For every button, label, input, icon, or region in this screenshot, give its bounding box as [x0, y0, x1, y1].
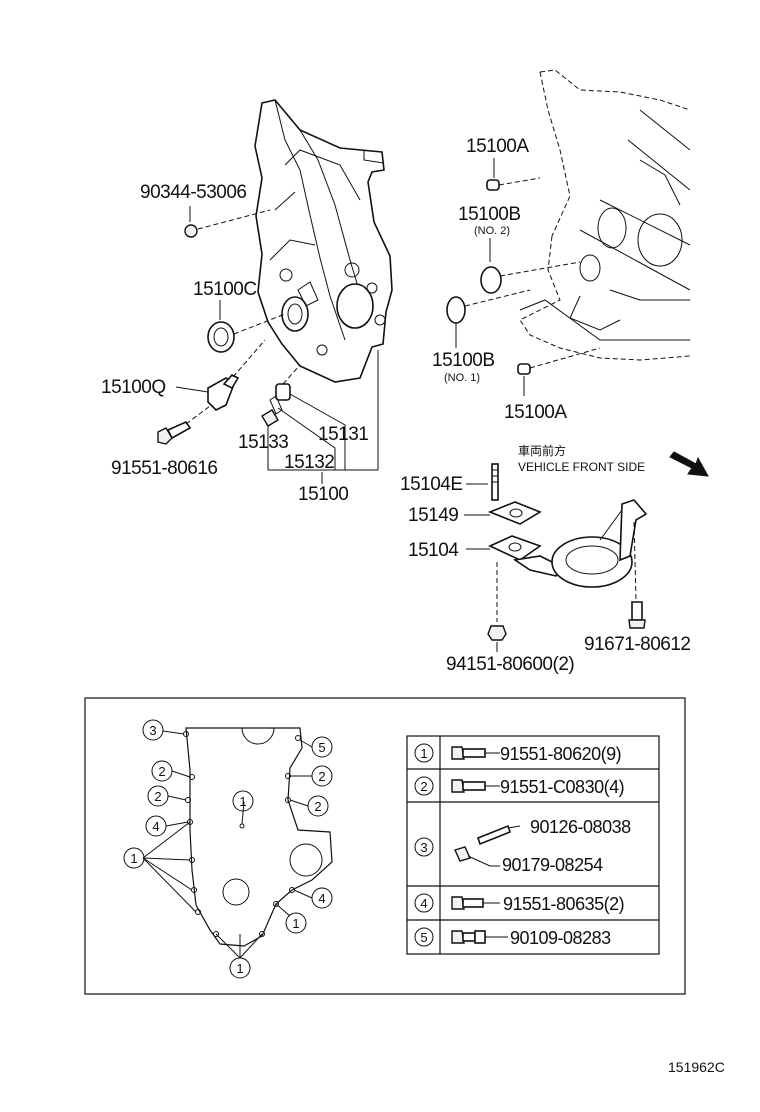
callout-3: 3 [149, 723, 156, 738]
dowel-15100A-bottom: 15100A [504, 347, 601, 423]
label-15104E: 15104E [400, 474, 463, 495]
row-part: 90109-08283 [510, 928, 611, 948]
label-15132: 15132 [284, 452, 334, 473]
label-15100B-bot: 15100B [432, 350, 495, 371]
bolt-table: 1 91551-80620(9) 2 91551-C0830(4) 3 9012… [406, 735, 660, 955]
callout-2c: 2 [154, 789, 161, 804]
o-ring-15100B-no1: 15100B (NO. 1) [432, 289, 531, 384]
label-15131: 15131 [318, 424, 368, 445]
label-15104: 15104 [408, 540, 459, 561]
bolt-table-row-1: 1 91551-80620(9) [414, 743, 622, 764]
callout-1b: 1 [130, 851, 137, 866]
label-15149: 15149 [408, 505, 458, 526]
label-90344-53006: 90344-53006 [140, 182, 247, 203]
callout-4a: 4 [152, 819, 159, 834]
row-part: 91551-80635(2) [503, 894, 624, 914]
row-num: 1 [420, 746, 427, 761]
label-front-jp: 車両前方 [518, 443, 566, 458]
row-num: 3 [420, 840, 427, 855]
callout-1d: 1 [292, 916, 299, 931]
dowel-15100A-top: 15100A [466, 136, 541, 191]
tensioner-plug-group: 15133 15131 15132 15100 [238, 350, 379, 505]
label-91551-80616: 91551-80616 [111, 458, 218, 479]
row-part: 91551-C0830(4) [500, 777, 624, 797]
row-num: 5 [420, 930, 427, 945]
illustration-code: 151962C [668, 1059, 725, 1075]
plug-90344: 90344-53006 [140, 182, 271, 238]
vehicle-front-indicator: 車両前方 VEHICLE FRONT SIDE [518, 443, 709, 477]
label-15100A-top: 15100A [466, 136, 529, 157]
oil-strainer-group: 15104E 15149 15104 91671-80612 94151-806… [400, 463, 691, 675]
label-15100: 15100 [298, 484, 348, 505]
callout-2b: 2 [318, 769, 325, 784]
oil-nozzle-15100Q: 15100Q [101, 339, 266, 411]
timing-cover-illustration [254, 99, 393, 383]
inset-cover-outline [183, 727, 333, 947]
label-15100A-bot: 15100A [504, 402, 567, 423]
row-part: 90179-08254 [502, 855, 603, 875]
oil-seal-15100C: 15100C [193, 279, 286, 353]
callout-1a: 1 [239, 794, 246, 809]
row-num: 4 [420, 896, 427, 911]
label-91671-80612: 91671-80612 [584, 634, 691, 655]
bolt-table-row-3: 3 90126-08038 90179-08254 [414, 817, 632, 875]
bolt-location-inset [84, 697, 686, 995]
callout-4b: 4 [318, 891, 325, 906]
label-15100Q: 15100Q [101, 377, 166, 398]
label-15100C: 15100C [193, 279, 257, 300]
row-part: 90126-08038 [530, 817, 631, 837]
label-15100B-bot-sub: (NO. 1) [444, 372, 480, 384]
bolt-91551-80616: 91551-80616 [111, 405, 218, 479]
bolt-table-row-2: 2 91551-C0830(4) [414, 776, 625, 797]
label-15133: 15133 [238, 432, 288, 453]
o-ring-15100B-no2: 15100B (NO. 2) [458, 204, 581, 294]
callout-2a: 2 [158, 764, 165, 779]
callout-2d: 2 [314, 799, 321, 814]
front-arrow-icon [669, 451, 709, 477]
label-15100B-top: 15100B [458, 204, 521, 225]
row-num: 2 [420, 779, 427, 794]
engine-block-illustration [519, 69, 691, 361]
callout-5: 5 [318, 740, 325, 755]
bolt-table-row-4: 4 91551-80635(2) [414, 893, 625, 914]
label-94151-80600: 94151-80600(2) [446, 654, 574, 675]
label-front-en: VEHICLE FRONT SIDE [518, 460, 645, 474]
label-15100B-top-sub: (NO. 2) [474, 225, 510, 237]
inset-callouts: 3 5 2 2 2 2 4 4 1 1 1 1 [123, 719, 333, 979]
row-part: 91551-80620(9) [500, 744, 621, 764]
callout-1c: 1 [236, 961, 243, 976]
bolt-table-row-5: 5 90109-08283 [414, 927, 612, 948]
